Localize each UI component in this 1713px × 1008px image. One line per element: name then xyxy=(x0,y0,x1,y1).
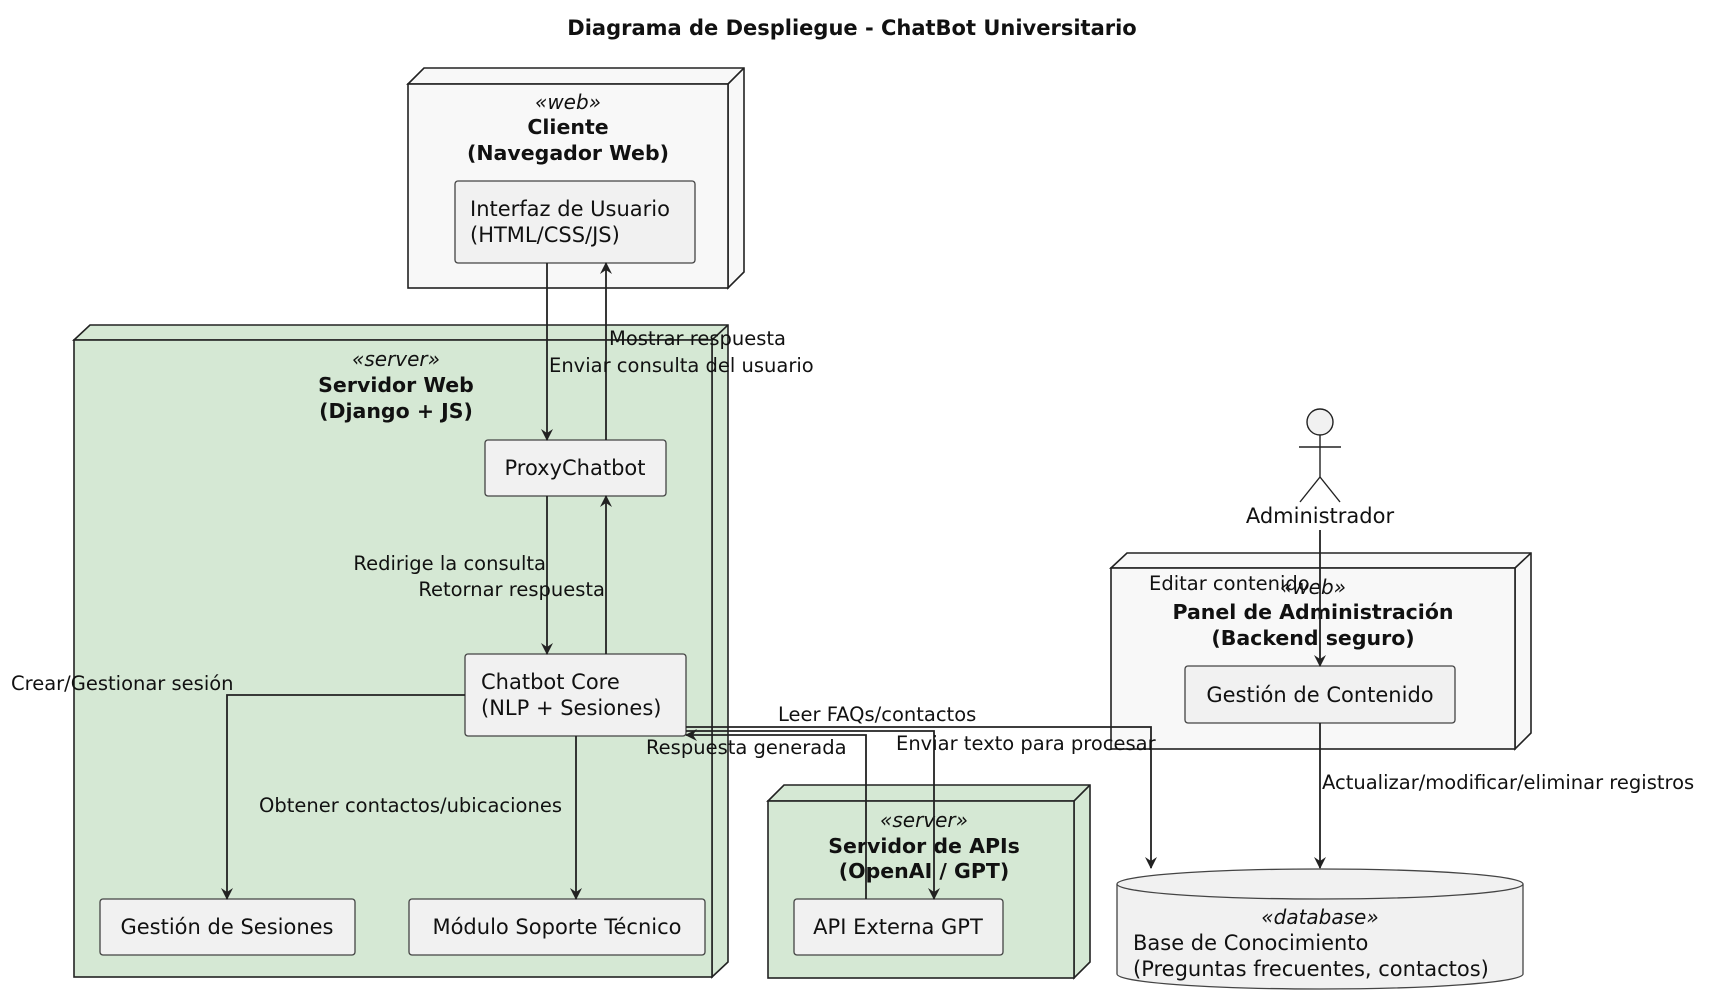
component-gestion-contenido-name: Gestión de Contenido xyxy=(1206,683,1433,707)
component-gestion-contenido[interactable]: Gestión de Contenido xyxy=(1184,665,1456,724)
edge-respuesta-generada xyxy=(685,729,867,899)
node-panel-admin-stereotype: «web» xyxy=(1280,575,1346,599)
component-proxy-chatbot-name: ProxyChatbot xyxy=(504,456,645,480)
node-servidor-web-stereotype: «server» xyxy=(352,347,440,371)
label-retornar-respuesta: Retornar respuesta xyxy=(418,578,605,601)
label-editar-contenido: Editar contenido xyxy=(1149,572,1310,595)
node-servidor-web: «server» Servidor Web (Django + JS) xyxy=(71,324,729,979)
node-panel-admin-name: Panel de Administración xyxy=(1172,600,1453,624)
component-gestion-sesiones-name: Gestión de Sesiones xyxy=(120,915,333,939)
edge-enviar-texto xyxy=(686,730,940,900)
edge-leer-faqs xyxy=(686,726,1157,869)
node-cliente-name: Cliente xyxy=(527,115,608,139)
database-detail: (Preguntas frecuentes, contactos) xyxy=(1133,957,1489,981)
diagram-title: Diagrama de Despliegue - ChatBot Univers… xyxy=(567,16,1136,40)
component-chatbot-core[interactable]: Chatbot Core (NLP + Sesiones) xyxy=(464,653,687,737)
node-cliente-subname: (Navegador Web) xyxy=(467,141,669,165)
component-interfaz-usuario[interactable]: Interfaz de Usuario (HTML/CSS/JS) xyxy=(454,180,696,264)
component-chatbot-core-detail: (NLP + Sesiones) xyxy=(481,696,661,720)
actor-administrador-name: Administrador xyxy=(1246,504,1395,528)
edges xyxy=(221,262,1326,900)
database-name: Base de Conocimiento xyxy=(1133,931,1368,955)
node-panel-admin-subname: (Backend seguro) xyxy=(1211,626,1414,650)
component-chatbot-core-name: Chatbot Core xyxy=(481,670,620,694)
component-interfaz-usuario-name: Interfaz de Usuario xyxy=(470,197,670,221)
node-servidor-apis-subname: (OpenAI / GPT) xyxy=(839,859,1009,883)
label-enviar-texto: Enviar texto para procesar xyxy=(896,732,1157,755)
label-enviar-consulta: Enviar consulta del usuario xyxy=(549,354,814,377)
label-actualizar-registros: Actualizar/modificar/eliminar registros xyxy=(1322,771,1694,794)
component-interfaz-usuario-tech: (HTML/CSS/JS) xyxy=(470,223,620,247)
database-stereotype: «database» xyxy=(1261,905,1378,929)
label-leer-faqs: Leer FAQs/contactos xyxy=(778,703,976,726)
component-api-externa-gpt[interactable]: API Externa GPT xyxy=(793,898,1004,956)
node-servidor-web-subname: (Django + JS) xyxy=(319,399,473,423)
label-crear-sesion: Crear/Gestionar sesión xyxy=(11,672,234,695)
label-obtener-contactos: Obtener contactos/ubicaciones xyxy=(259,794,562,817)
node-cliente-stereotype: «web» xyxy=(535,90,601,114)
actor-figure-icon xyxy=(1299,408,1341,503)
node-servidor-web-name: Servidor Web xyxy=(318,373,474,397)
component-modulo-soporte-name: Módulo Soporte Técnico xyxy=(432,915,681,939)
database-base-conocimiento[interactable]: «database» Base de Conocimiento (Pregunt… xyxy=(1116,868,1524,990)
label-redirige-consulta: Redirige la consulta xyxy=(353,552,546,575)
node-servidor-apis-stereotype: «server» xyxy=(880,808,968,832)
label-mostrar-respuesta: Mostrar respuesta xyxy=(609,327,786,350)
component-proxy-chatbot[interactable]: ProxyChatbot xyxy=(484,439,667,497)
edge-crear-sesion xyxy=(221,694,465,900)
label-respuesta-generada: Respuesta generada xyxy=(646,736,847,759)
component-modulo-soporte[interactable]: Módulo Soporte Técnico xyxy=(408,898,706,956)
actor-administrador[interactable]: Administrador xyxy=(1246,408,1395,528)
component-api-externa-gpt-name: API Externa GPT xyxy=(813,915,983,939)
component-gestion-sesiones[interactable]: Gestión de Sesiones xyxy=(99,898,356,956)
node-servidor-apis-name: Servidor de APIs xyxy=(828,834,1020,858)
